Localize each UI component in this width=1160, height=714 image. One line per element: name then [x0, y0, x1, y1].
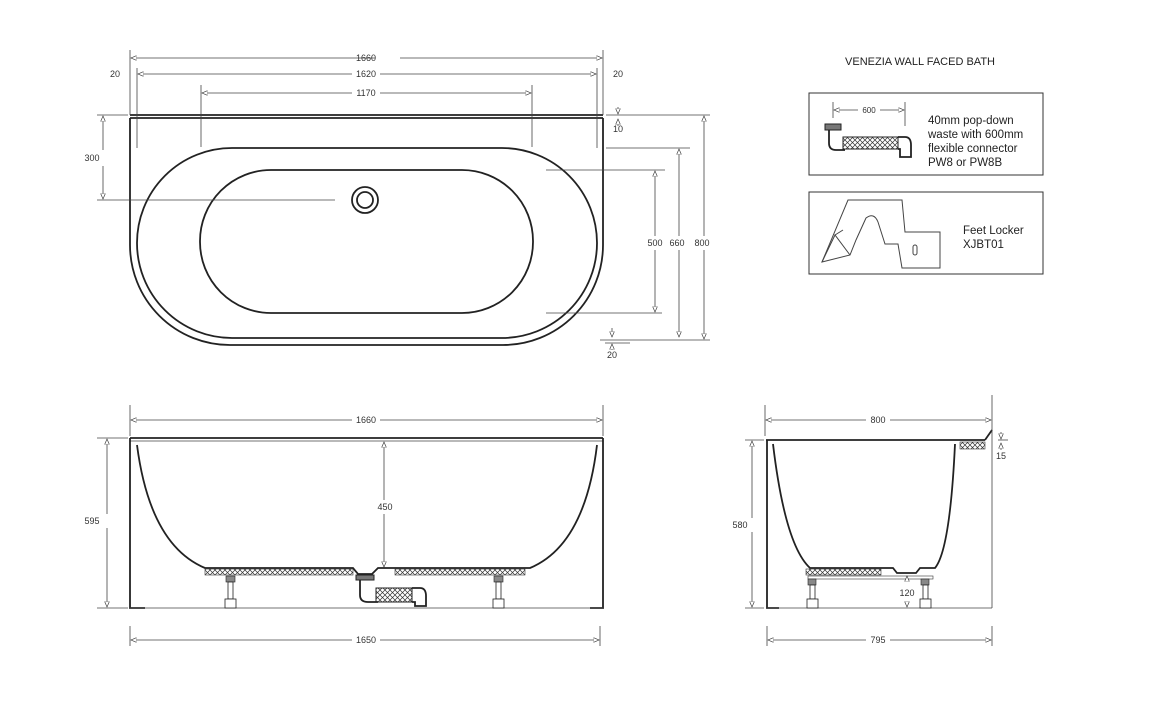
side-bowl-profile — [772, 443, 956, 574]
dim-side-height: 580 — [732, 520, 747, 530]
dim-leg-height: 120 — [899, 588, 914, 598]
waste-desc-line: 40mm pop-down — [928, 115, 1014, 127]
basin-outline — [199, 169, 534, 314]
dim-basin-width: 500 — [647, 238, 662, 248]
feet-locker-icon — [821, 199, 941, 269]
waste-desc-line: PW8 or PW8B — [928, 157, 1002, 169]
dim-basin-length: 1170 — [356, 88, 375, 98]
dim-drain-offset: 300 — [84, 153, 99, 163]
waste-pipe-icon — [355, 574, 427, 607]
feet-locker-box: Feet Locker XJBT01 — [808, 191, 1044, 275]
dim-front-base-length: 1650 — [356, 635, 376, 645]
waste-dim-label: 600 — [862, 106, 876, 115]
outer-shell — [129, 118, 604, 346]
feet-locker-code: XJBT01 — [963, 239, 1004, 251]
dim-overall-width: 800 — [694, 238, 709, 248]
dim-left-offset: 20 — [110, 69, 120, 79]
dim-side-base-width: 795 — [870, 635, 885, 645]
waste-accessory-box: 600 40mm pop-down waste with 600mm flexi… — [808, 92, 1044, 176]
dim-side-top-width: 800 — [870, 415, 885, 425]
dim-lip: 15 — [996, 451, 1006, 461]
dim-bath-depth: 450 — [377, 502, 392, 512]
foot-icon — [919, 578, 932, 609]
drain-icon — [351, 186, 379, 214]
rim-outline — [136, 147, 598, 339]
dim-bottom-offset: 20 — [607, 350, 617, 360]
dim-rim-width: 660 — [669, 238, 684, 248]
drawing-title: VENEZIA WALL FACED BATH — [845, 56, 995, 68]
side-view: 800 15 580 120 795 — [732, 395, 1008, 646]
feet-locker-name: Feet Locker — [963, 225, 1024, 237]
bath-bowl-profile — [136, 444, 598, 575]
dim-inner-length: 1620 — [356, 69, 376, 79]
waste-desc-line: waste with 600mm — [927, 129, 1023, 141]
front-view: 1660 450 595 1650 — [84, 405, 604, 646]
dim-wall-thickness: 10 — [613, 124, 623, 134]
plan-view: 1660 1620 20 20 1170 10 300 500 660 800 — [84, 50, 710, 360]
dim-overall-length: 1660 — [356, 53, 376, 63]
dim-front-height: 595 — [84, 516, 99, 526]
waste-connector-icon — [824, 123, 912, 158]
dim-right-offset: 20 — [613, 69, 623, 79]
foot-icon — [806, 578, 819, 609]
foot-icon — [224, 575, 237, 609]
waste-desc-line: flexible connector — [928, 143, 1018, 155]
dim-front-top-length: 1660 — [356, 415, 376, 425]
foot-icon — [492, 575, 505, 609]
